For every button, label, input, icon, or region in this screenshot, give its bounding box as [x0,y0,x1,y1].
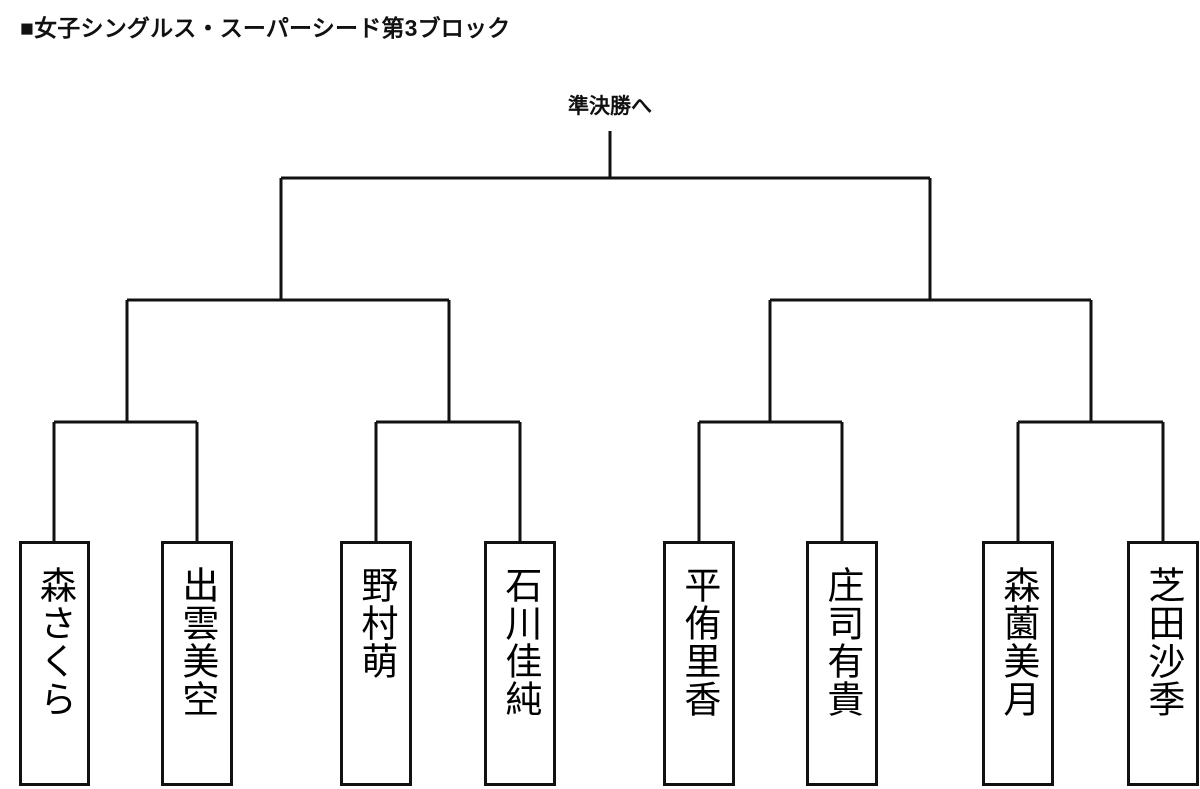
page-title: ■女子シングルス・スーパーシード第3ブロック [20,15,511,41]
player-box-2[interactable]: 出雲美空 [161,541,233,786]
player-name-7: 森薗美月 [996,566,1040,718]
player-box-6[interactable]: 庄司有貴 [806,541,878,786]
advance-to-semifinal-text: 準決勝へ [568,95,652,118]
player-box-1[interactable]: 森さくら [19,541,90,786]
player-name-3: 野村萌 [354,566,398,680]
player-box-8[interactable]: 芝田沙季 [1127,541,1199,786]
player-name-1: 森さくら [33,566,77,718]
player-box-7[interactable]: 森薗美月 [982,541,1054,786]
player-box-4[interactable]: 石川佳純 [484,541,556,786]
player-box-5[interactable]: 平侑里香 [663,541,735,786]
player-box-3[interactable]: 野村萌 [340,541,412,786]
player-name-2: 出雲美空 [175,566,219,718]
player-name-5: 平侑里香 [677,566,721,718]
player-name-6: 庄司有貴 [820,566,864,718]
advance-to-semifinal-label: 準決勝へ [0,90,1200,120]
player-name-8: 芝田沙季 [1141,566,1185,718]
player-name-4: 石川佳純 [498,566,542,718]
